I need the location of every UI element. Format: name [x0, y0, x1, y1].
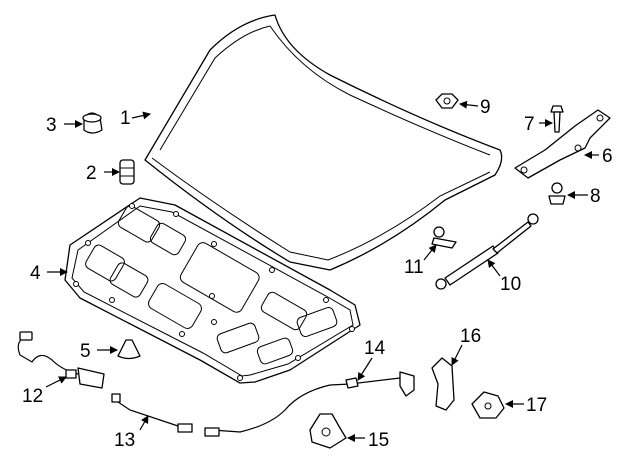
- hood-release-handle: [431, 357, 455, 411]
- callout-label-2: 2: [86, 163, 97, 184]
- callout-label-13: 13: [114, 430, 135, 451]
- hinge-bolt: [550, 105, 564, 133]
- callout-label-8: 8: [590, 186, 601, 207]
- hood-cushion: [119, 159, 135, 185]
- secondary-latch: [471, 391, 505, 419]
- callout-label-16: 16: [460, 326, 481, 347]
- callout-label-7: 7: [524, 114, 535, 135]
- hood-hinge: [514, 109, 611, 179]
- callout-label-15: 15: [368, 430, 389, 451]
- callout-label-17: 17: [526, 395, 547, 416]
- strut-ball-stud: [431, 226, 457, 249]
- callout-label-12: 12: [22, 386, 43, 407]
- callout-label-5: 5: [80, 341, 91, 362]
- hood-lift-strut: [435, 213, 539, 290]
- callout-label-3: 3: [46, 115, 57, 136]
- cable-end-fitting: [345, 371, 415, 397]
- callout-label-14: 14: [364, 338, 386, 359]
- callout-arrows: [45, 100, 599, 442]
- callout-label-1: 1: [120, 108, 131, 129]
- hood-switch-harness: [17, 331, 105, 389]
- hood-panel: [144, 14, 503, 271]
- ball-stud: [548, 182, 566, 205]
- callout-label-10: 10: [500, 274, 521, 295]
- hex-nut: [435, 93, 459, 109]
- rubber-stop: [117, 339, 141, 360]
- callout-label-9: 9: [480, 97, 491, 118]
- hood-latch-assembly: [309, 413, 347, 449]
- hood-bumper-stop: [82, 112, 103, 134]
- hood-insulator-pad: [64, 197, 361, 384]
- callout-label-6: 6: [602, 146, 613, 167]
- callout-label-4: 4: [30, 263, 41, 284]
- hood-release-cable: [111, 377, 401, 437]
- callout-label-11: 11: [404, 257, 424, 278]
